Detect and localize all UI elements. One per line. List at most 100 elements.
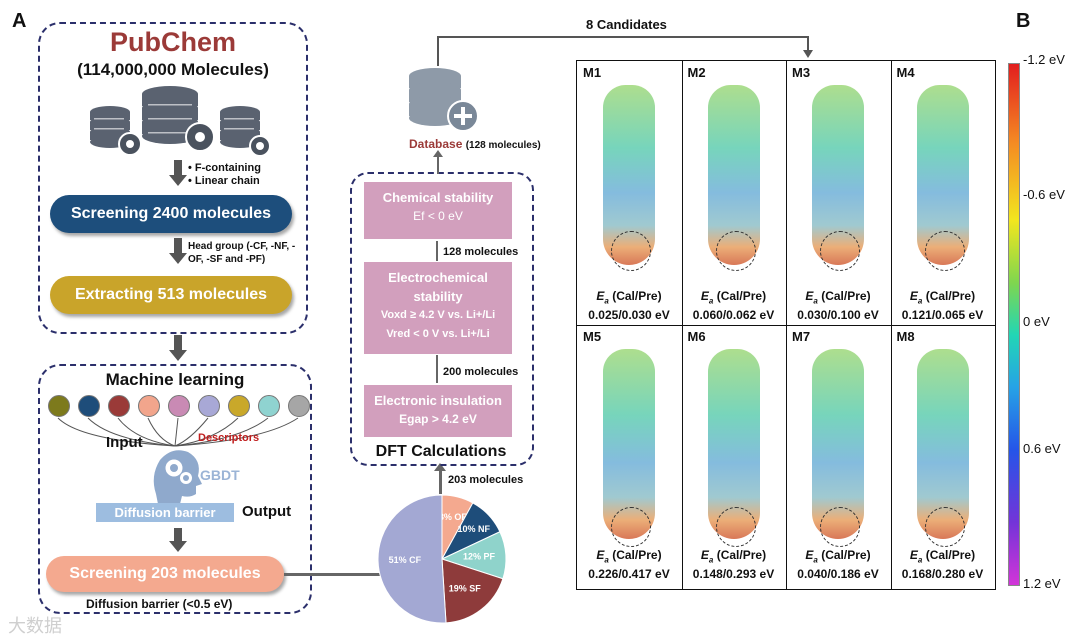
- descriptor-circle: [138, 395, 160, 417]
- screening-2400-pill: Screening 2400 molecules: [50, 195, 292, 233]
- descriptor-circle: [258, 395, 280, 417]
- database-gears-icon: [90, 86, 271, 157]
- candidates-label: 8 Candidates: [586, 17, 667, 32]
- chemical-stability-criterion: Ef < 0 eV: [413, 209, 463, 223]
- n203-label: 203 molecules: [448, 474, 524, 486]
- ea-values: 0.030/0.100 eV: [797, 308, 879, 323]
- vred-criterion: Vred < 0 V vs. Li+/Li: [386, 328, 490, 340]
- molecule-cell-m8: M8 Ea (Cal/Pre)0.168/0.280 eV: [891, 325, 996, 589]
- ea-label: Ea (Cal/Pre): [596, 289, 662, 306]
- colorbar-tick: 0 eV: [1023, 314, 1050, 329]
- pie-slice-label: 10% NF: [457, 524, 490, 534]
- electrochemical-stability-box: Electrochemical stability Voxd ≥ 4.2 V v…: [364, 262, 512, 354]
- molecule-cell-m7: M7 Ea (Cal/Pre) 0.040/0.186 eV: [786, 325, 892, 589]
- headgroup-pie-chart: 8% OF 10% NF 12% PF 19% SF 51% CF: [377, 494, 507, 624]
- head-group-circle: [715, 231, 756, 271]
- molecule-ea: Ea (Cal/Pre)0.030/0.100 eV: [786, 289, 890, 323]
- descriptor-circle: [108, 395, 130, 417]
- molecule-id: M8: [896, 329, 915, 344]
- ml-descriptors-label: Descriptors: [198, 432, 260, 444]
- molecule-cell-m2: M2 Ea (Cal/Pre) 0.060/0.062 eV: [681, 61, 787, 326]
- electrochemical-title-2: stability: [413, 289, 463, 304]
- ea-label: Ea (Cal/Pre): [805, 548, 871, 565]
- colorbar-tick: 1.2 eV: [1023, 576, 1061, 591]
- pubchem-subtitle: (114,000,000 Molecules): [77, 60, 269, 79]
- database-name: Database: [409, 137, 463, 151]
- head-group-circle: [820, 507, 860, 547]
- ea-values: 0.121/0.065 eV: [901, 308, 984, 323]
- ml-title: Machine learning: [105, 370, 245, 389]
- machine-learning-box: [38, 364, 312, 614]
- head-group-circle: [924, 231, 965, 271]
- ea-values: 0.148/0.293 eV: [692, 567, 775, 582]
- pie-slice: [441, 558, 504, 624]
- ea-values: 0.025/0.030 eV: [588, 308, 670, 323]
- molecule-grid: M1 Ea (Cal/Pre) 0.025/0.030 eV M2 Ea (Cal/Pr…: [576, 60, 996, 590]
- database-plus-icon: [409, 68, 479, 132]
- molecule-id: M4: [896, 65, 915, 80]
- descriptor-circle: [228, 395, 250, 417]
- voxd-criterion: Voxd ≥ 4.2 V vs. Li+/Li: [380, 309, 496, 321]
- n200-label: 200 molecules: [443, 366, 519, 378]
- ml-output-label: Output: [242, 503, 292, 520]
- ea-values: 0.060/0.062 eV: [692, 308, 775, 323]
- electronic-insulation-box: Electronic insulation Egap > 4.2 eV: [364, 385, 512, 437]
- filter-linear-chain: • Linear chain: [188, 175, 260, 187]
- molecule-cell-m6: M6 Ea (Cal/Pre) 0.148/0.293 eV: [682, 325, 787, 589]
- electrochemical-title-1: Electrochemical: [388, 270, 488, 285]
- head-group-note: Head group (-CF, -NF, -OF, -SF and -PF): [188, 241, 296, 265]
- molecule-ea: Ea (Cal/Pre)0.168/0.280 eV: [891, 548, 995, 582]
- connector-lines: [57, 417, 299, 447]
- dft-box: [350, 172, 534, 466]
- molecule-ea: Ea (Cal/Pre)0.121/0.065 eV: [891, 289, 995, 323]
- molecule-id: M1: [583, 65, 602, 80]
- head-group-circle: [820, 231, 860, 271]
- ea-values: 0.226/0.417 eV: [588, 567, 670, 582]
- molecule-id: M6: [687, 329, 706, 344]
- dft-title: DFT Calculations: [375, 443, 507, 460]
- pie-slice-label: 8% OF: [439, 512, 468, 522]
- gbdt-label: GBDT: [200, 467, 240, 483]
- ea-values: 0.168/0.280 eV: [901, 567, 984, 582]
- diffusion-note: Diffusion barrier (<0.5 eV): [86, 597, 233, 611]
- pie-slice-label: 19% SF: [449, 583, 482, 593]
- ea-label: Ea (Cal/Pre): [700, 548, 767, 565]
- ea-label: Ea (Cal/Pre): [700, 289, 767, 306]
- pie-slice: [377, 494, 447, 624]
- colorbar: [1008, 63, 1020, 586]
- head-group-circle: [924, 507, 965, 547]
- chemical-stability-box: Chemical stability Ef < 0 eV: [364, 182, 512, 239]
- ea-label: Ea (Cal/Pre): [596, 548, 662, 565]
- head-group-circle: [611, 231, 651, 271]
- database-count: (128 molecules): [465, 140, 541, 151]
- molecule-ea: Ea (Cal/Pre) 0.148/0.293 eV: [682, 548, 786, 582]
- pie-slice-label: 51% CF: [389, 555, 422, 565]
- electronic-insulation-title: Electronic insulation: [374, 393, 502, 408]
- pubchem-title: PubChem: [109, 27, 236, 57]
- descriptor-circle: [48, 395, 70, 417]
- molecule-cell-m4: M4 Ea (Cal/Pre)0.121/0.065 eV: [890, 61, 995, 326]
- ml-input-label: Input: [106, 434, 143, 451]
- head-gears-icon: [153, 450, 202, 504]
- panel-label-a: A: [12, 10, 27, 32]
- ea-values: 0.040/0.186 eV: [797, 567, 879, 582]
- watermark: 大数据: [8, 616, 62, 636]
- molecule-ea: Ea (Cal/Pre) 0.060/0.062 eV: [682, 289, 786, 323]
- colorbar-tick: -1.2 eV: [1023, 52, 1065, 67]
- screening-203-pill: Screening 203 molecules: [46, 556, 284, 592]
- head-group-circle: [715, 507, 756, 547]
- pie-slice-label: 12% PF: [463, 552, 496, 562]
- egap-criterion: Egap > 4.2 eV: [399, 412, 477, 426]
- molecule-id: M5: [583, 329, 602, 344]
- chemical-stability-title: Chemical stability: [382, 190, 494, 205]
- colorbar-tick: 0.6 eV: [1023, 441, 1061, 456]
- filter-f-containing: • F-containing: [188, 162, 261, 174]
- molecule-ea: Ea (Cal/Pre) 0.025/0.030 eV: [577, 289, 681, 323]
- molecule-cell-m5: M5 Ea (Cal/Pre) 0.226/0.417 eV: [577, 325, 683, 589]
- molecule-id: M7: [792, 329, 811, 344]
- molecule-id: M2: [687, 65, 706, 80]
- molecule-ea: Ea (Cal/Pre) 0.040/0.186 eV: [786, 548, 890, 582]
- panel-label-b: B: [1016, 10, 1031, 32]
- database-label: Database (128 molecules): [409, 137, 541, 151]
